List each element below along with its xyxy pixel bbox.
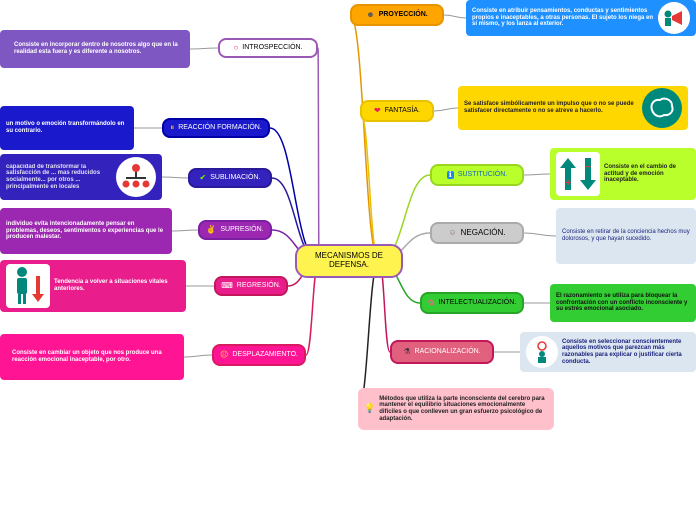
desc-reaccion-formacion-text: un motivo o emoción transformándolo en s… xyxy=(6,121,125,134)
connector-topic-reaccion-formacion xyxy=(269,127,320,262)
hands-icon: ✌ xyxy=(206,224,217,234)
topic-sublimacion[interactable]: ✔ SUBLIMACIÓN. xyxy=(188,168,272,188)
desc-introspeccion: Consiste en incorporar dentro de nosotro… xyxy=(0,30,190,68)
topic-proyeccion[interactable]: ☻ PROYECCIÓN. xyxy=(350,4,444,26)
desc-regresion: Tendencia a volver a situaciones vitales… xyxy=(0,260,186,312)
connector-note-definition xyxy=(357,260,380,410)
desc-regresion-text: Tendencia a volver a situaciones vitales… xyxy=(54,279,168,292)
people-icon: ☺ xyxy=(448,227,457,237)
desc-connector-topic-sublimacion xyxy=(161,176,189,179)
desc-supresion: individuo evita intencionadamente pensar… xyxy=(0,208,172,254)
person-idea-icon xyxy=(526,336,558,368)
topic-intelectualizacion-label: INTELECTUALIZACIÓN. xyxy=(438,299,517,307)
pause-icon: ⏸ xyxy=(170,122,175,132)
central-topic[interactable]: MECANISMOS DE DEFENSA. xyxy=(295,244,403,278)
topic-racionalizacion-label: RACIONALIZACIÓN. xyxy=(414,348,481,356)
svg-text:+: + xyxy=(565,178,571,189)
topic-sustitucion-label: SUSTITUCIÓN. xyxy=(457,171,508,179)
svg-text:−: − xyxy=(585,162,591,173)
topic-sustitucion[interactable]: ℹ SUSTITUCIÓN. xyxy=(430,164,524,186)
desc-connector-topic-proyeccion xyxy=(443,14,467,19)
topic-desplazamiento-label: DESPLAZAMIENTO. xyxy=(232,351,298,359)
flask-icon: ⚗ xyxy=(403,346,411,356)
connector-topic-introspeccion xyxy=(317,47,320,262)
topic-supresion[interactable]: ✌ SUPRESIÓN. xyxy=(198,220,272,240)
desc-sustitucion: +− Consiste en el cambio de actitud y de… xyxy=(550,148,696,200)
desc-intelectualizacion-text: El razonamiento se utiliza para bloquear… xyxy=(556,293,688,313)
head-icon: ☻ xyxy=(366,9,375,19)
desc-negacion-text: Consiste en retirar de la conciencia hec… xyxy=(562,229,690,242)
topic-desplazamiento[interactable]: ☹ DESPLAZAMIENTO. xyxy=(212,344,306,366)
connector-topic-fantasia xyxy=(359,110,380,262)
desc-fantasia: Se satisface simbólicamente un impulso q… xyxy=(458,86,688,130)
desc-racionalizacion-text: Consiste en seleccionar conscientemente … xyxy=(562,338,682,365)
lips-icon: ❤ xyxy=(374,105,381,115)
desc-racionalizacion: Consiste en seleccionar conscientemente … xyxy=(520,332,696,372)
topic-supresion-label: SUPRESIÓN. xyxy=(220,226,264,234)
desc-connector-topic-desplazamiento xyxy=(183,354,213,358)
megaphone-icon xyxy=(658,2,690,34)
desc-supresion-text: individuo evita intencionadamente pensar… xyxy=(6,221,164,241)
desc-connector-topic-fantasia xyxy=(433,107,459,112)
desc-fantasia-text: Se satisface simbólicamente un impulso q… xyxy=(464,101,634,114)
face-icon: ☹ xyxy=(220,349,229,359)
brain-picture-icon xyxy=(642,88,682,128)
topic-fantasia[interactable]: ❤ FANTASÍA. xyxy=(360,100,434,122)
desc-sublimacion-text: capacidad de transformar la satisfacción… xyxy=(6,163,101,190)
desc-proyeccion: Consiste en atribuir pensamientos, condu… xyxy=(466,0,696,36)
topic-sublimacion-label: SUBLIMACIÓN. xyxy=(210,174,261,182)
bulb-icon: 💡 xyxy=(364,403,376,414)
desc-proyeccion-text: Consiste en atribuir pensamientos, condu… xyxy=(472,8,654,28)
topic-intelectualizacion[interactable]: ✿ INTELECTUALIZACIÓN. xyxy=(420,292,524,314)
topic-reaccion-formacion[interactable]: ⏸ REACCIÓN FORMACIÓN. xyxy=(162,118,270,138)
topic-proyeccion-label: PROYECCIÓN. xyxy=(378,11,428,19)
connector-topic-proyeccion xyxy=(349,14,380,262)
topic-reaccion-formacion-label: REACCIÓN FORMACIÓN. xyxy=(178,124,262,132)
desc-sustitucion-text: Consiste en el cambio de actitud y de em… xyxy=(604,164,677,184)
info-icon: ℹ xyxy=(446,169,454,180)
desc-reaccion-formacion: un motivo o emoción transformándolo en s… xyxy=(0,106,134,150)
topic-regresion-label: REGRESIÓN. xyxy=(236,282,281,290)
check-icon: ✔ xyxy=(199,172,207,182)
brain-icon: ✿ xyxy=(427,297,435,307)
topic-introspeccion[interactable]: ○ INTROSPECCIÓN. xyxy=(218,38,318,58)
ring-icon: ○ xyxy=(233,42,239,52)
desc-intelectualizacion: El razonamiento se utiliza para bloquear… xyxy=(550,284,696,322)
keyboard-icon: ⌨ xyxy=(221,280,233,290)
desc-desplazamiento: Consiste en cambiar un objeto que nos pr… xyxy=(0,334,184,380)
note-definition: 💡 Métodos que utiliza la parte inconscie… xyxy=(358,388,554,430)
desc-desplazamiento-text: Consiste en cambiar un objeto que nos pr… xyxy=(12,350,162,363)
desc-connector-topic-introspeccion xyxy=(189,47,219,50)
org-chart-icon xyxy=(116,157,156,197)
topic-regresion[interactable]: ⌨ REGRESIÓN. xyxy=(214,276,288,296)
topic-introspeccion-label: INTROSPECCIÓN. xyxy=(242,44,303,52)
central-topic-label: MECANISMOS DE DEFENSA. xyxy=(314,251,383,269)
note-definition-text: Métodos que utiliza la parte inconscient… xyxy=(379,395,545,422)
topic-negacion[interactable]: ☺ NEGACIÓN. xyxy=(430,222,524,244)
topic-negacion-label: NEGACIÓN. xyxy=(460,227,506,237)
desc-introspeccion-text: Consiste en incorporar dentro de nosotro… xyxy=(14,42,178,55)
plus-minus-arrows-icon: +− xyxy=(556,152,600,196)
desc-connector-topic-negacion xyxy=(523,232,557,237)
desc-negacion: Consiste en retirar de la conciencia hec… xyxy=(556,208,696,264)
desc-connector-topic-supresion xyxy=(171,229,199,232)
topic-fantasia-label: FANTASÍA. xyxy=(384,107,420,115)
desc-connector-topic-sustitucion xyxy=(523,173,551,176)
topic-racionalizacion[interactable]: ⚗ RACIONALIZACIÓN. xyxy=(390,340,494,364)
desc-sublimacion: capacidad de transformar la satisfacción… xyxy=(0,154,162,200)
person-arrow-icon xyxy=(6,264,50,308)
